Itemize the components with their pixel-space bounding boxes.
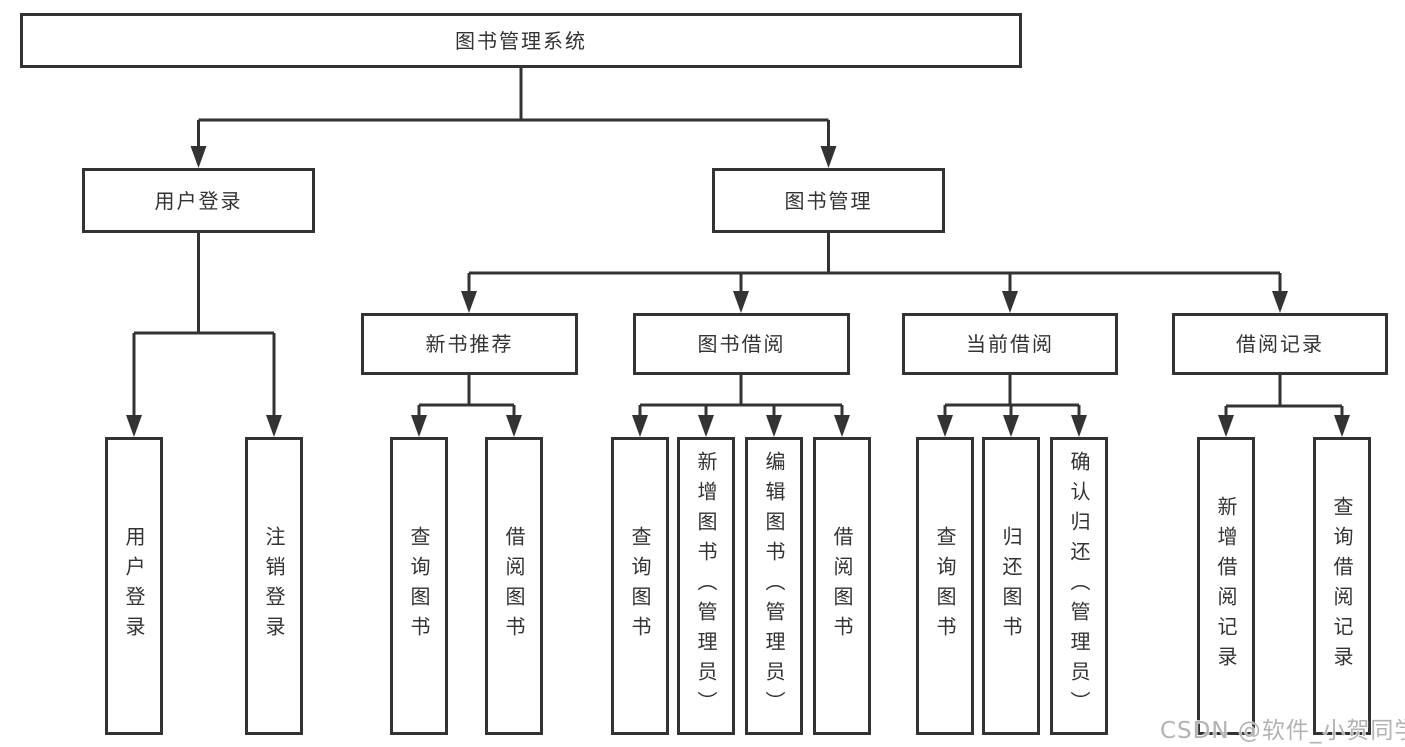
- connector-borrow-records-children: [1224, 375, 1344, 421]
- leaf-edit-books-admin: 编辑图书（管理员）: [745, 437, 803, 735]
- leaf-add-borrow-record: 新增借阅记录: [1197, 437, 1255, 735]
- connector-book-management-children: [467, 233, 1282, 297]
- leaf-query-books-recommend: 查询图书: [390, 437, 448, 735]
- node-book-management: 图书管理: [712, 168, 945, 233]
- leaf-query-books-borrowing: 查询图书: [611, 437, 669, 735]
- leaf-return-books: 归还图书: [982, 437, 1040, 735]
- connector-root-to-level2: [197, 68, 830, 150]
- connector-new-book-children: [417, 375, 516, 421]
- leaf-query-books-current: 查询图书: [916, 437, 974, 735]
- leaf-borrow-books: 借阅图书: [813, 437, 871, 735]
- connector-book-borrow-children: [638, 375, 844, 421]
- connector-current-borrow-children: [943, 375, 1081, 421]
- connector-user-login-children: [132, 233, 276, 421]
- node-user-login: 用户登录: [82, 168, 315, 233]
- leaf-query-borrow-record: 查询借阅记录: [1313, 437, 1371, 735]
- leaf-logout: 注销登录: [245, 437, 303, 735]
- node-current-borrowing: 当前借阅: [902, 313, 1118, 375]
- leaf-user-login: 用户登录: [105, 437, 163, 735]
- node-borrowing-records: 借阅记录: [1172, 313, 1388, 375]
- leaf-add-books-admin: 新增图书（管理员）: [677, 437, 735, 735]
- leaf-borrow-books-recommend: 借阅图书: [485, 437, 543, 735]
- node-book-borrowing: 图书借阅: [633, 313, 850, 375]
- watermark-text: CSDN @软件_小贺同学: [1160, 718, 1405, 744]
- node-new-book-recommend: 新书推荐: [361, 313, 578, 375]
- leaf-confirm-return-admin: 确认归还（管理员）: [1050, 437, 1108, 735]
- node-library-system: 图书管理系统: [20, 13, 1022, 68]
- arrowheads: [126, 146, 1350, 437]
